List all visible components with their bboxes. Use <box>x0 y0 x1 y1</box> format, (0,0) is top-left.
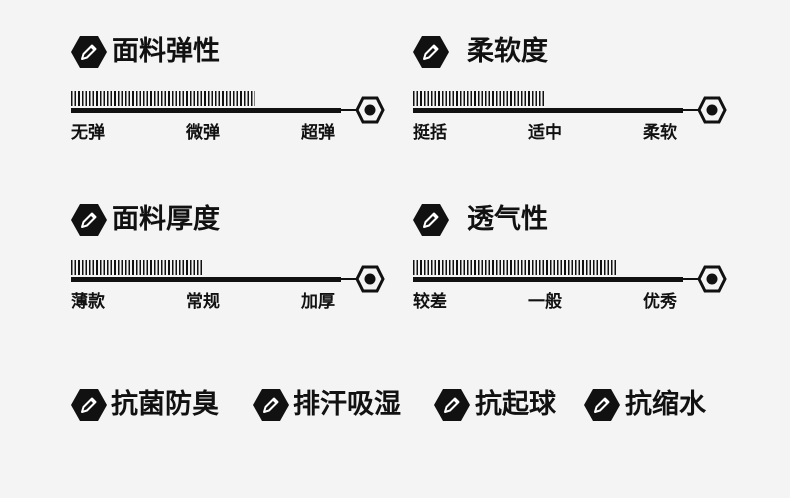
pencil-icon <box>71 204 107 236</box>
scale-track <box>71 277 341 282</box>
hex-nut-icon[interactable] <box>355 95 385 125</box>
pencil-icon <box>413 36 449 68</box>
scale-label-low: 挺括 <box>413 123 447 143</box>
pencil-icon <box>413 204 449 236</box>
scale-label-low: 薄款 <box>71 292 105 312</box>
scale-label-low: 无弹 <box>71 123 105 143</box>
feature-tag-anti-shrink: 抗缩水 <box>625 389 706 420</box>
pencil-icon <box>253 389 289 421</box>
scale-track <box>413 108 683 113</box>
scale-title: 柔软度 <box>467 36 548 67</box>
scale-label-mid: 微弹 <box>186 123 220 143</box>
scale-title: 面料厚度 <box>112 204 220 235</box>
scale-label-mid: 适中 <box>528 123 562 143</box>
track-connector <box>340 278 358 280</box>
level-ticks <box>413 260 616 275</box>
feature-tag-moisture-wicking: 排汗吸湿 <box>293 389 401 420</box>
scale-title: 透气性 <box>467 204 548 235</box>
scale-label-high: 超弹 <box>301 123 335 143</box>
scale-label-high: 加厚 <box>301 292 335 312</box>
scale-track <box>71 108 341 113</box>
pencil-icon <box>71 389 107 421</box>
scale-label-mid: 常规 <box>186 292 220 312</box>
track-connector <box>682 278 700 280</box>
feature-tag-antibacterial: 抗菌防臭 <box>111 389 219 420</box>
scale-title: 面料弹性 <box>112 36 220 67</box>
pencil-icon <box>71 36 107 68</box>
pencil-icon <box>434 389 470 421</box>
scale-label-high: 优秀 <box>643 292 677 312</box>
level-ticks <box>413 91 545 106</box>
scale-label-mid: 一般 <box>528 292 562 312</box>
pencil-icon <box>584 389 620 421</box>
level-ticks <box>71 260 203 275</box>
scale-label-high: 柔软 <box>643 123 677 143</box>
track-connector <box>682 109 700 111</box>
scale-track <box>413 277 683 282</box>
level-ticks <box>71 91 255 106</box>
scale-label-low: 较差 <box>413 292 447 312</box>
feature-tag-anti-pilling: 抗起球 <box>475 389 556 420</box>
hex-nut-icon[interactable] <box>697 95 727 125</box>
hex-nut-icon[interactable] <box>355 264 385 294</box>
hex-nut-icon[interactable] <box>697 264 727 294</box>
track-connector <box>340 109 358 111</box>
